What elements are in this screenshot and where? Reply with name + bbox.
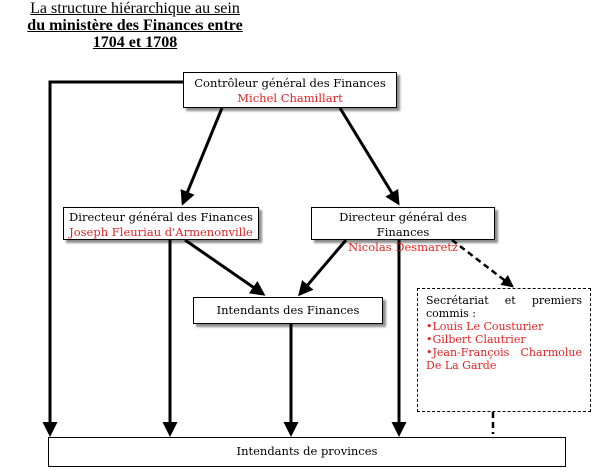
diagram-title: La structure hiérarchique au sein du min… (0, 0, 270, 51)
node-directeur-general-1: Directeur général des Finances Joseph Fl… (63, 207, 259, 240)
arrow-directeur-2-to-intendants-finances (298, 239, 348, 297)
title-line-2: du ministère des Finances entre (27, 17, 243, 34)
node-directeur-general-2: Directeur général des Finances Nicolas D… (311, 207, 495, 254)
node-intendants-de-provinces: Intendants de provinces (48, 437, 566, 467)
arrow-directeur-1-to-intendants-finances (184, 238, 266, 296)
node-role: Contrôleur général des Finances (194, 76, 386, 90)
node-secretariat: Secrétariat et premiers commis : •Louis … (417, 288, 591, 412)
node-name: Joseph Fleuriau d'Armenonville (69, 225, 253, 239)
dashed-arrow-directeur-2-to-secretariat (451, 239, 514, 288)
node-intendants-des-finances: Intendants des Finances (193, 297, 383, 324)
list-item: •Jean-François Charmolue De La Garde (426, 346, 582, 372)
secretariat-members-list: •Louis Le Cousturier •Gilbert Clautrier … (426, 320, 582, 372)
secretariat-heading: Secrétariat et premiers commis : (426, 294, 582, 320)
node-role: Directeur général des Finances (339, 210, 467, 239)
node-role: Directeur général des Finances (69, 210, 253, 224)
node-role: Intendants des Finances (216, 303, 360, 317)
title-line-1: La structure hiérarchique au sein (30, 0, 240, 17)
node-name: Nicolas Desmaretz (348, 240, 458, 254)
node-name: Michel Chamillart (237, 91, 343, 105)
arrow-controleur-to-directeur-1 (180, 107, 224, 206)
node-role: Intendants de provinces (236, 444, 378, 458)
list-item: •Louis Le Cousturier (426, 320, 544, 333)
arrow-controleur-to-provinces (42, 80, 183, 437)
title-line-3: 1704 et 1708 (92, 34, 178, 51)
arrow-controleur-to-directeur-2 (338, 107, 400, 206)
list-item: •Gilbert Clautrier (426, 333, 526, 346)
node-controleur-general: Contrôleur général des Finances Michel C… (183, 72, 397, 108)
